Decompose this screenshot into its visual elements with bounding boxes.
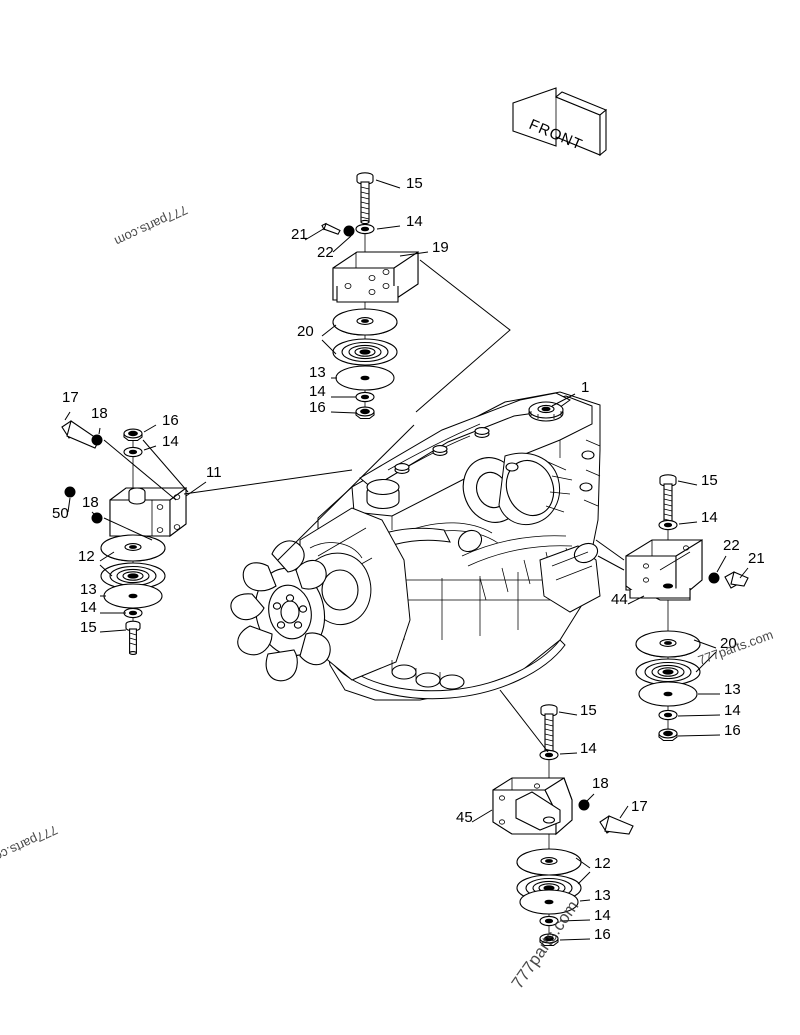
callout-15-right: 15 bbox=[701, 472, 718, 489]
callout-1: 1 bbox=[581, 379, 589, 396]
part-isolator-20-bottom-right bbox=[635, 658, 701, 686]
part-bolt-17-left bbox=[61, 420, 100, 449]
part-bolt-15-right bbox=[659, 474, 677, 527]
callout-16-right: 16 bbox=[724, 722, 741, 739]
part-plate-13-right bbox=[638, 681, 698, 707]
part-bolt-15-left bbox=[125, 620, 141, 655]
callout-14b-left: 14 bbox=[80, 599, 97, 616]
part-bolt-21-upper bbox=[321, 222, 341, 235]
callout-22-right: 22 bbox=[723, 537, 740, 554]
part-bracket-45 bbox=[492, 777, 573, 836]
callout-16-left: 16 bbox=[162, 412, 179, 429]
upper-front-mount-assembly bbox=[321, 172, 419, 420]
part-washer-18-left-upper bbox=[91, 434, 103, 446]
turbocharger bbox=[462, 452, 573, 526]
callout-50: 50 bbox=[52, 505, 69, 522]
part-washer-18-rear bbox=[578, 799, 590, 811]
part-washer-14b-left bbox=[123, 607, 143, 619]
callout-18-rear: 18 bbox=[592, 775, 609, 792]
leader-lines bbox=[64, 179, 749, 941]
watermark-top-left: 777parts.com bbox=[112, 202, 190, 249]
part-isolator-20-top bbox=[332, 308, 398, 336]
part-bolt-15-upper bbox=[356, 172, 374, 225]
callout-20-upper: 20 bbox=[297, 323, 314, 340]
left-mount-assembly bbox=[61, 420, 187, 655]
front-direction-arrow: FRONT bbox=[512, 87, 608, 157]
callout-18-left-lower: 18 bbox=[82, 494, 99, 511]
part-pin-22-right bbox=[708, 572, 720, 584]
part-washer-14-upper bbox=[355, 223, 375, 235]
part-washer-14-rear bbox=[539, 749, 559, 761]
part-bracket-11 bbox=[109, 486, 187, 538]
part-washer-14-right bbox=[658, 519, 678, 531]
callout-15-rear: 15 bbox=[580, 702, 597, 719]
part-washer-14b-upper bbox=[355, 391, 375, 403]
callout-21-upper: 21 bbox=[291, 226, 308, 243]
callout-22-upper: 22 bbox=[317, 244, 334, 261]
callout-18-left-upper: 18 bbox=[91, 405, 108, 422]
callout-11: 11 bbox=[206, 464, 222, 481]
part-isolator-20-bottom bbox=[332, 338, 398, 366]
callout-16-rear: 16 bbox=[594, 926, 611, 943]
callout-13-upper: 13 bbox=[309, 364, 326, 381]
engine-filler-cap bbox=[528, 401, 564, 422]
callout-45: 45 bbox=[456, 809, 473, 826]
callout-13-left: 13 bbox=[80, 581, 97, 598]
callout-14b-upper: 14 bbox=[309, 383, 326, 400]
callout-13-right: 13 bbox=[724, 681, 741, 698]
callout-14-rear: 14 bbox=[580, 740, 597, 757]
callout-14b-rear: 14 bbox=[594, 907, 611, 924]
callout-20-right: 20 bbox=[720, 635, 737, 652]
callout-19: 19 bbox=[432, 239, 449, 256]
watermark-bottom-left: 777parts.com bbox=[0, 822, 60, 869]
part-bracket-19 bbox=[332, 250, 419, 303]
part-nut-16-left bbox=[123, 428, 143, 442]
part-pin-22-upper bbox=[343, 225, 355, 237]
right-mount-assembly bbox=[625, 474, 749, 742]
watermark-right: 777parts.com bbox=[696, 627, 775, 668]
part-plate-13-left bbox=[103, 583, 163, 609]
callout-14-left: 14 bbox=[162, 433, 179, 450]
part-plate-13-upper bbox=[335, 365, 395, 391]
callout-21-right: 21 bbox=[748, 550, 765, 567]
part-isolator-12-top-left bbox=[100, 534, 166, 562]
callout-17-rear: 17 bbox=[631, 798, 648, 815]
callout-14-upper: 14 bbox=[406, 213, 423, 230]
rear-mount-assembly bbox=[492, 704, 634, 947]
part-plug-50 bbox=[64, 486, 76, 498]
starter-motor bbox=[539, 542, 601, 613]
part-isolator-12-top-rear bbox=[516, 848, 582, 876]
callout-16-upper: 16 bbox=[309, 399, 326, 416]
part-bolt-21-right bbox=[724, 571, 749, 589]
part-bolt-15-rear bbox=[540, 704, 558, 757]
callout-15-left: 15 bbox=[80, 619, 97, 636]
part-washer-14b-right bbox=[658, 709, 678, 721]
part-bolt-17-rear bbox=[599, 815, 634, 835]
callout-14-right: 14 bbox=[701, 509, 718, 526]
part-bracket-44 bbox=[625, 539, 703, 601]
callout-12-left: 12 bbox=[78, 548, 95, 565]
cooling-fan bbox=[230, 540, 331, 682]
engine-assembly bbox=[230, 391, 601, 701]
part-isolator-20-top-right bbox=[635, 630, 701, 658]
part-nut-16-upper bbox=[355, 406, 375, 420]
callout-17-left: 17 bbox=[62, 389, 79, 406]
engine-head-bolts bbox=[394, 427, 490, 474]
callout-13-rear: 13 bbox=[594, 887, 611, 904]
callout-12-rear: 12 bbox=[594, 855, 611, 872]
part-washer-18-left-lower bbox=[91, 512, 103, 524]
callout-labels: 1 15 14 21 22 19 20 13 14 16 17 18 16 14… bbox=[52, 175, 765, 943]
part-washer-14-left bbox=[123, 446, 143, 458]
callout-15-upper: 15 bbox=[406, 175, 423, 192]
callout-44: 44 bbox=[611, 591, 628, 608]
part-nut-16-right bbox=[658, 728, 678, 742]
callout-14b-right: 14 bbox=[724, 702, 741, 719]
